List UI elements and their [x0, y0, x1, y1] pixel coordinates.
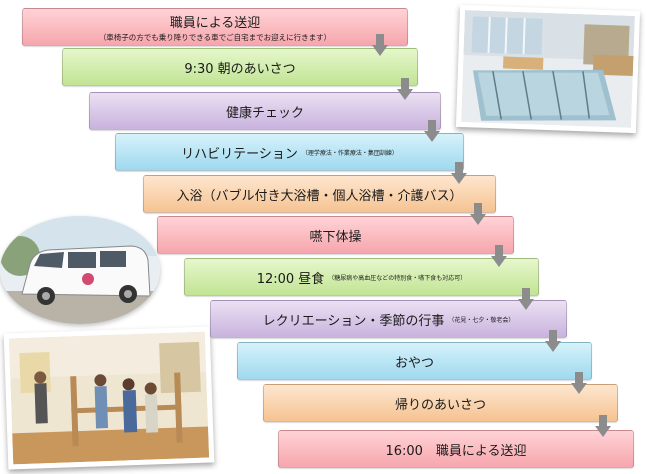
- down-arrow-icon: [518, 288, 534, 310]
- schedule-item-label: 健康チェック: [225, 105, 304, 121]
- schedule-item-rehabilitation: リハビリテーション （理学療法・作業療法・集団訓練）: [115, 133, 464, 171]
- schedule-item-label: 16:00 職員による送迎: [385, 443, 527, 459]
- schedule-item-swallowing-exercise: 嚥下体操: [157, 216, 514, 254]
- bath-photo: [455, 4, 641, 134]
- schedule-item-label: 嚥下体操: [309, 229, 362, 245]
- down-arrow-icon: [451, 162, 467, 184]
- down-arrow-icon: [545, 330, 561, 352]
- schedule-item-note: （糖尿病や高血圧などの特別食・嚥下食も対応可）: [328, 274, 467, 282]
- rehabilitation-photo: [3, 326, 215, 470]
- schedule-item-note: （花見・七夕・敬老会）: [448, 316, 515, 324]
- schedule-item-recreation: レクリエーション・季節の行事 （花見・七夕・敬老会）: [210, 300, 567, 338]
- van-photo: [0, 216, 160, 324]
- down-arrow-icon: [470, 203, 486, 225]
- schedule-item-label: リハビリテーション: [181, 146, 298, 162]
- schedule-item-bathing: 入浴（バブル付き大浴槽・個人浴槽・介護バス）: [143, 175, 496, 213]
- down-arrow-icon: [372, 34, 388, 56]
- schedule-item-lunch: 12:00 昼食 （糖尿病や高血圧などの特別食・嚥下食も対応可）: [184, 258, 539, 296]
- down-arrow-icon: [424, 120, 440, 142]
- down-arrow-icon: [571, 372, 587, 394]
- schedule-item-label: 入浴（バブル付き大浴槽・個人浴槽・介護バス）: [176, 188, 463, 204]
- schedule-item-pickup: 職員による送迎 （車椅子の方でも乗り降りできる車でご自宅までお迎えに行きます）: [22, 8, 408, 46]
- schedule-item-label: 12:00 昼食: [256, 271, 325, 287]
- schedule-item-snack: おやつ: [237, 342, 592, 380]
- schedule-item-farewell: 帰りのあいさつ: [263, 384, 618, 422]
- schedule-item-health-check: 健康チェック: [89, 92, 441, 130]
- schedule-item-label: おやつ: [394, 355, 434, 371]
- down-arrow-icon: [491, 245, 507, 267]
- schedule-item-note: （車椅子の方でも乗り降りできる車でご自宅までお迎えに行きます）: [98, 32, 332, 42]
- schedule-item-note: （理学療法・作業療法・集団訓練）: [301, 149, 398, 157]
- down-arrow-icon: [397, 78, 413, 100]
- schedule-item-label: 9:30 朝のあいさつ: [184, 61, 296, 77]
- schedule-item-dropoff: 16:00 職員による送迎: [278, 430, 634, 468]
- schedule-item-label: 職員による送迎: [169, 15, 261, 31]
- schedule-item-label: 帰りのあいさつ: [394, 397, 486, 413]
- schedule-item-label: レクリエーション・季節の行事: [262, 313, 445, 329]
- schedule-item-morning-greeting: 9:30 朝のあいさつ: [62, 48, 418, 86]
- down-arrow-icon: [595, 415, 611, 437]
